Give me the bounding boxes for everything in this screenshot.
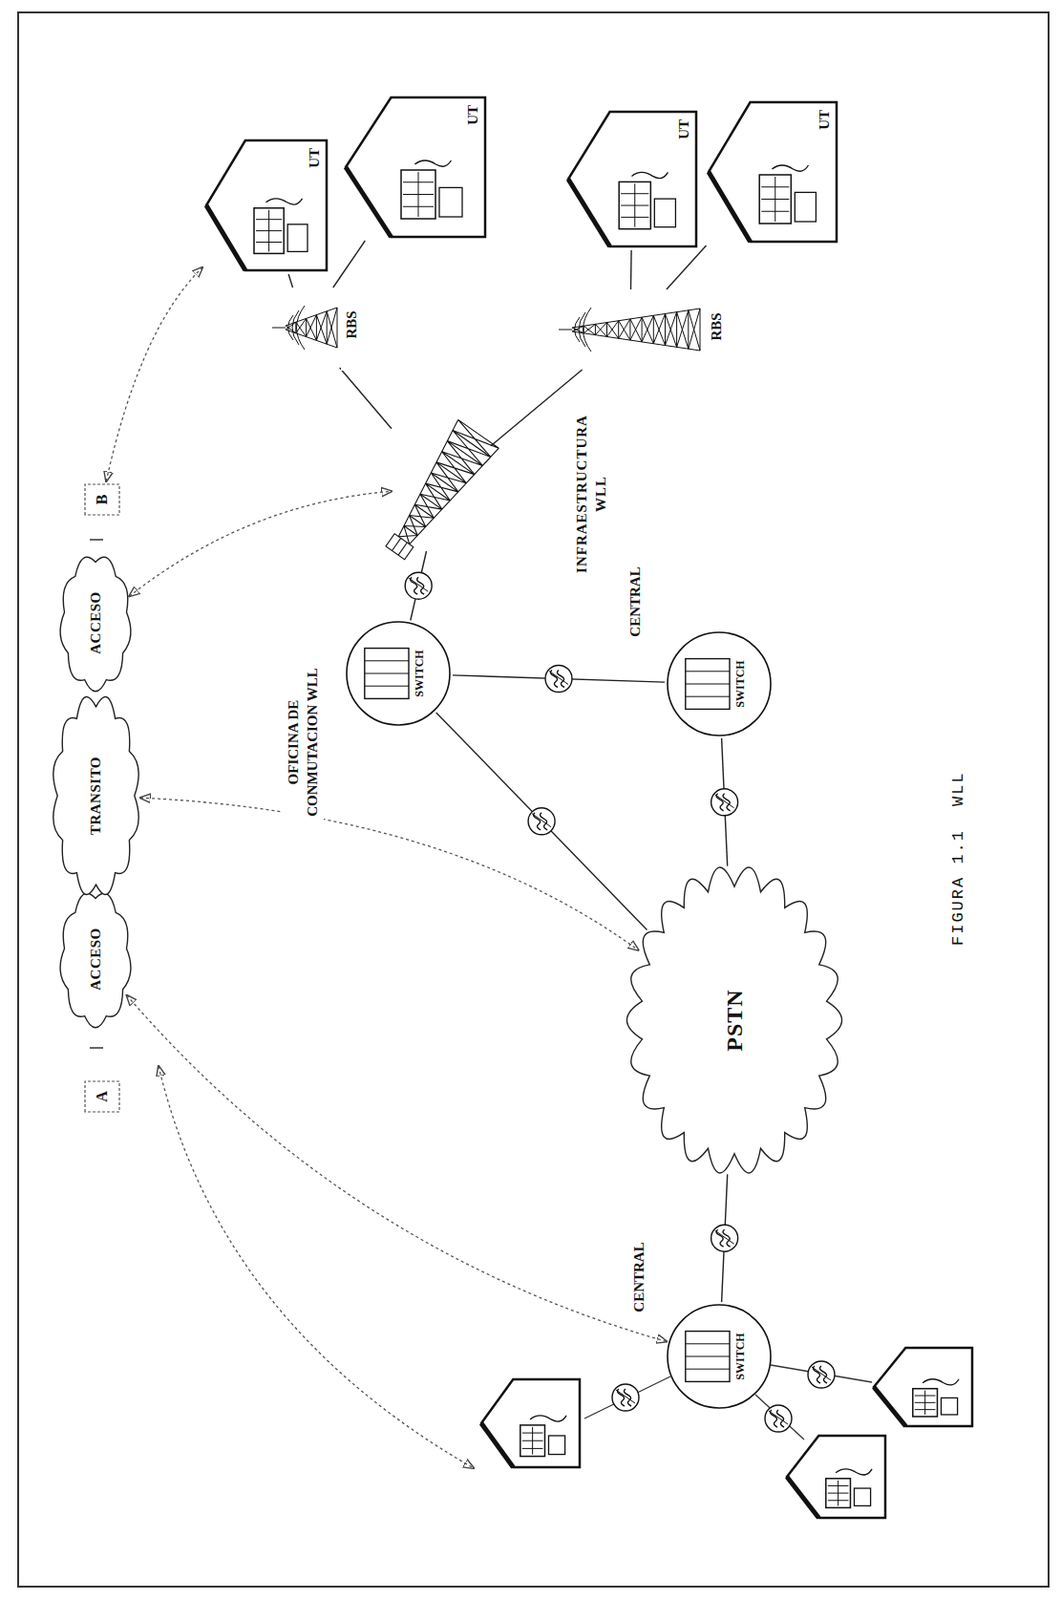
node-label: SWITCH (412, 620, 427, 726)
switch-circle-outline (345, 620, 451, 726)
cable-symbol (807, 1360, 835, 1388)
cable-symbol (764, 1404, 792, 1432)
link-line (630, 250, 633, 290)
ut-house: UT (204, 138, 329, 273)
switch-circle: SWITCHCENTRAL (666, 1303, 772, 1409)
wll-tower-outline (393, 424, 489, 550)
page-border (18, 12, 1049, 1587)
cable-symbol (612, 1383, 639, 1411)
cable-symbol (711, 1224, 739, 1252)
access-arc (128, 490, 392, 596)
rbs-tower-outline (558, 291, 702, 368)
node-label: UT (676, 119, 693, 140)
ut-house: UT (706, 100, 839, 244)
node-label: TRANSITO (87, 756, 105, 835)
cable-symbol (545, 665, 573, 693)
node-caption: OFICINA DE CONMUTACION WLL (282, 653, 324, 831)
node-label: B (93, 494, 111, 506)
figure-caption: WLL (949, 767, 968, 809)
cable-symbol (528, 807, 555, 835)
link-line (490, 369, 583, 446)
node-label: RBS (705, 280, 727, 373)
access-arc (140, 797, 639, 951)
network-cloud: TRANSITO (50, 690, 142, 901)
figure-caption: FIGURA 1.1 (949, 826, 968, 949)
ut-house: UT (566, 109, 699, 249)
node-label: UT (306, 148, 323, 169)
network-cloud: ACCESO (58, 887, 133, 1031)
access-arc (158, 1065, 474, 1468)
house-illustration (481, 1379, 580, 1467)
link-line (288, 274, 293, 288)
house-illustration (786, 1435, 886, 1518)
rbs-tower: RBS (272, 289, 340, 366)
node-label: SWITCH (733, 631, 748, 737)
ut-house: UT (343, 95, 488, 239)
cable-symbol (404, 572, 432, 599)
switch-circle-outline (666, 631, 772, 737)
node-label: UT (465, 105, 482, 126)
cable-symbol (711, 788, 739, 816)
node-caption: CENTRAL (628, 1226, 650, 1328)
switch-circle-outline (666, 1303, 772, 1409)
node-label: A (93, 1090, 111, 1103)
endpoint-box: B (84, 483, 121, 516)
house-illustration (873, 1347, 973, 1426)
node-label: SWITCH (733, 1303, 748, 1409)
node-label: ACCESO (87, 591, 105, 655)
switch-circle: SWITCHCENTRAL (666, 631, 772, 737)
link-line (436, 712, 648, 931)
node-label: INFRAESTRUCTURA WLL (571, 395, 613, 593)
link-line (666, 245, 707, 290)
node-label: RBS (340, 278, 362, 371)
rbs-tower-outline (272, 289, 340, 366)
access-arc (127, 995, 668, 1342)
node-label: UT (816, 109, 833, 130)
network-cloud: PSTN (624, 862, 845, 1178)
wll-tower: INFRAESTRUCTURA WLL (393, 424, 489, 550)
rbs-tower: RBS (558, 291, 702, 368)
node-label: ACCESO (87, 927, 105, 991)
switch-circle: SWITCHOFICINA DE CONMUTACION WLL (345, 620, 451, 726)
access-arc (106, 267, 203, 482)
network-cloud: ACCESO (58, 551, 133, 695)
node-caption: CENTRAL (624, 551, 646, 653)
link-line (339, 367, 392, 429)
node-label: PSTN (721, 988, 748, 1051)
endpoint-box: A (84, 1080, 121, 1113)
